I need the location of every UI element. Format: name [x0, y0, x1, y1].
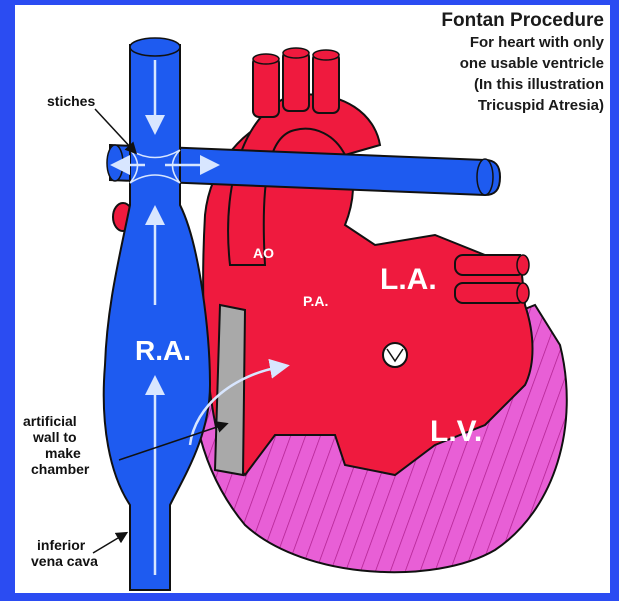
- title-line-4: Tricuspid Atresia): [441, 95, 604, 116]
- diagram-title: Fontan Procedure: [441, 9, 604, 32]
- diagram-panel: Fontan Procedure For heart with only one…: [15, 5, 610, 593]
- pulmonary-vein-upper: [455, 255, 525, 275]
- label-artificial-wall: artificial wall to make chamber: [23, 413, 89, 477]
- arch-branch-3: [313, 53, 339, 113]
- label-stitches: stiches: [47, 93, 95, 109]
- title-line-1: For heart with only: [441, 32, 604, 53]
- arch-branch-2: [283, 51, 309, 111]
- arch-branch-1: [253, 57, 279, 117]
- label-la: L.A.: [380, 263, 437, 297]
- label-lv: L.V.: [430, 415, 482, 449]
- title-line-3: (In this illustration: [441, 74, 604, 95]
- title-line-2: one usable ventricle: [441, 53, 604, 74]
- label-ra: R.A.: [135, 335, 191, 367]
- artificial-wall: [215, 305, 245, 475]
- vena-cava: [104, 45, 210, 590]
- label-ao: AO: [253, 245, 274, 261]
- valve-icon: [383, 343, 407, 367]
- pulmonary-vein-lower: [455, 283, 525, 303]
- label-pa: P.A.: [303, 293, 328, 309]
- label-inferior-vena-cava: inferior vena cava: [31, 537, 98, 569]
- title-block: Fontan Procedure For heart with only one…: [441, 9, 604, 116]
